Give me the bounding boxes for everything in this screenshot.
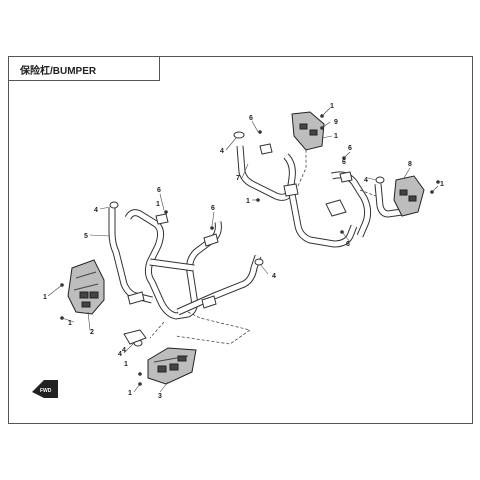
callout-9: 9 — [334, 119, 338, 126]
rear-bumper-assembly — [233, 131, 403, 248]
callout-6: 6 — [157, 187, 161, 194]
fwd-label: FWD — [40, 388, 52, 394]
callout-4: 4 — [118, 351, 122, 358]
callout-1: 1 — [156, 201, 160, 208]
callout-6: 6 — [348, 145, 352, 152]
forward-arrow-icon: FWD — [32, 380, 58, 398]
front-bumper-assembly — [108, 201, 264, 347]
callout-1: 1 — [330, 103, 334, 110]
callout-6: 6 — [249, 115, 253, 122]
skid-plate-bottom — [147, 347, 197, 385]
callout-6: 6 — [346, 241, 350, 248]
callout-1: 1 — [440, 181, 444, 188]
callout-8: 8 — [408, 161, 412, 168]
page-title: 保险杠/BUMPER — [20, 66, 97, 77]
leader-lines — [47, 107, 439, 393]
callout-1: 1 — [124, 361, 128, 368]
callout-1: 1 — [128, 390, 132, 397]
callout-1: 1 — [246, 198, 250, 205]
callout-6: 6 — [342, 159, 346, 166]
callout-6: 6 — [211, 205, 215, 212]
skid-plate-rear-right — [393, 175, 425, 217]
callout-4: 4 — [122, 347, 126, 354]
skid-plate-rear-top — [291, 111, 325, 151]
callout-numbers: 1 1 1 1 1 2 3 4 4 4 4 4 5 6 6 6 6 6 7 8 … — [43, 103, 444, 400]
callout-1: 1 — [334, 133, 338, 140]
callout-4: 4 — [220, 148, 224, 155]
skid-plate-left — [67, 259, 105, 315]
callout-2: 2 — [90, 329, 94, 336]
callout-3: 3 — [158, 393, 162, 400]
callout-1: 1 — [43, 294, 47, 301]
callout-4: 4 — [272, 273, 276, 280]
callout-1: 1 — [68, 320, 72, 327]
callout-4: 4 — [94, 207, 98, 214]
callout-4: 4 — [364, 177, 368, 184]
title-block — [8, 56, 160, 81]
callout-5: 5 — [84, 233, 88, 240]
callout-7: 7 — [236, 175, 240, 182]
drawing-sheet — [8, 56, 473, 424]
